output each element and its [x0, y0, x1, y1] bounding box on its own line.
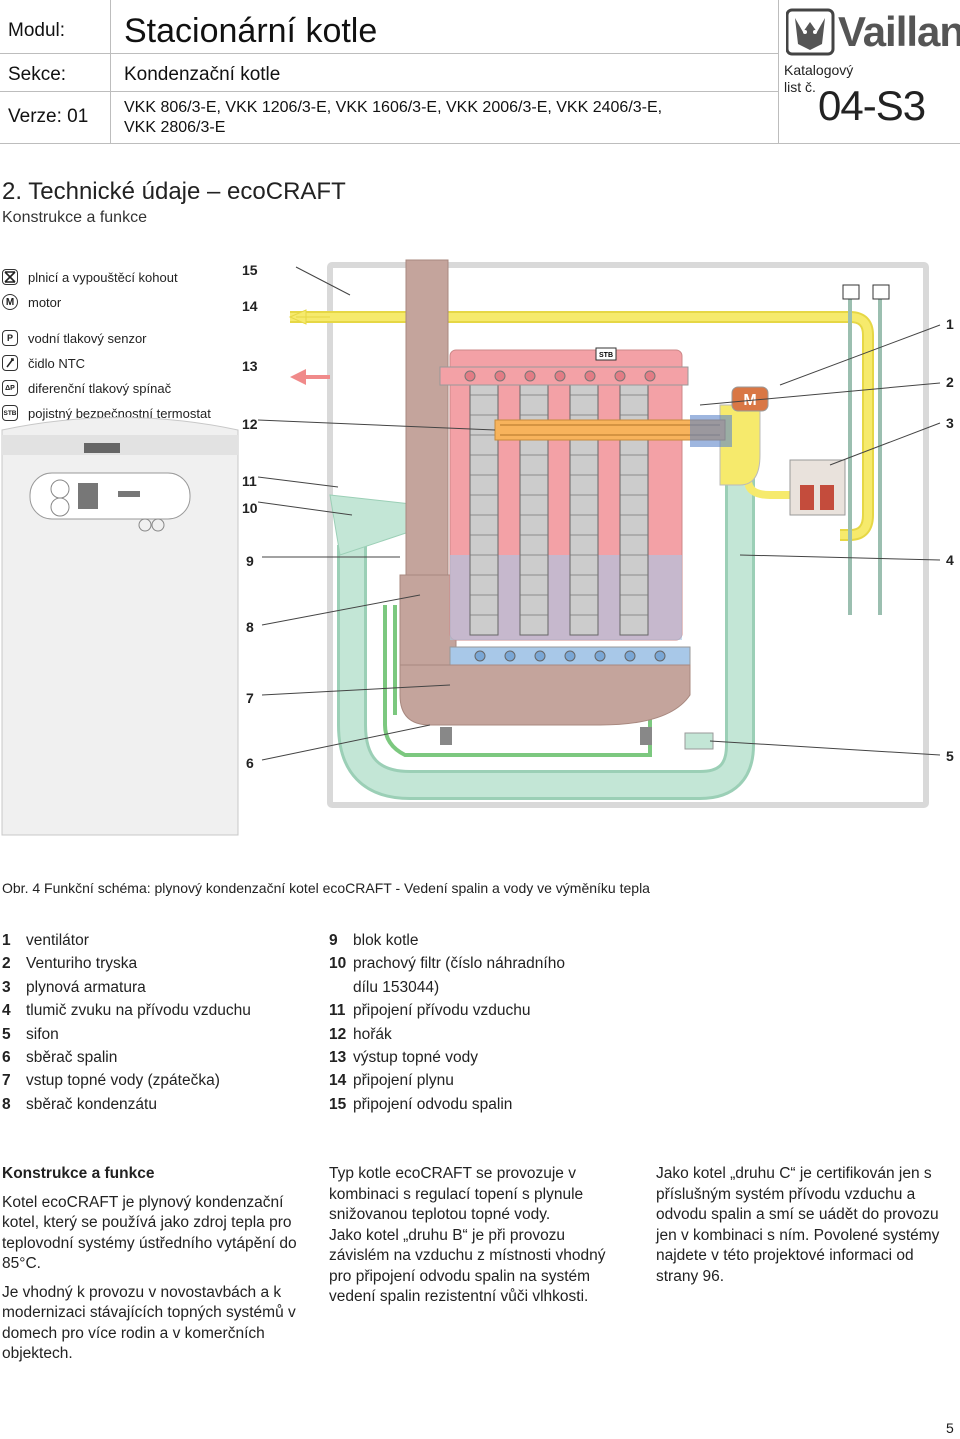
paragraph: Jako kotel „druhu C“ je certifikován jen… [656, 1165, 940, 1285]
header-divider [110, 0, 111, 143]
katalog-label: Katalogový list č. [784, 62, 853, 96]
callout-9: 9 [246, 553, 254, 569]
legend-label: motor [28, 295, 62, 310]
text-column-3: Jako kotel „druhu C“ je certifikován jen… [656, 1164, 946, 1295]
paragraph: Je vhodný k provozu v novostavbách a k m… [2, 1283, 296, 1363]
fill-drain-valve-icon [2, 269, 18, 285]
ntc-sensor-icon [2, 355, 18, 371]
water-pressure-sensor-icon: P [2, 330, 18, 346]
callout-1: 1 [946, 316, 954, 332]
legend-label: čidlo NTC [28, 356, 86, 371]
legend-label: diferenční tlakový spínač [28, 381, 172, 396]
callout-6: 6 [246, 755, 254, 771]
list-item-continuation: dílu 153044) [353, 978, 440, 996]
modul-label: Modul: [8, 20, 66, 41]
callout-8: 8 [246, 619, 254, 635]
header-rule [0, 143, 960, 144]
models-list: VKK 806/3-E, VKK 1206/3-E, VKK 1606/3-E,… [124, 98, 662, 138]
paragraph: Jako kotel „druhu B“ je při provozu závi… [329, 1226, 606, 1306]
sekce-label: Sekce: [8, 64, 67, 85]
page-number: 5 [946, 1420, 954, 1436]
text-column-1: Konstrukce a funkce Kotel ecoCRAFT je pl… [2, 1164, 302, 1373]
stb-label: STB [599, 352, 613, 359]
body-heading: Konstrukce a funkce [2, 1165, 155, 1182]
callout-5: 5 [946, 748, 954, 764]
callout-14: 14 [242, 298, 258, 314]
callout-3: 3 [946, 415, 954, 431]
modul-value: Stacionární kotle [124, 12, 378, 50]
paragraph: Typ kotle ecoCRAFT se provozuje v kombin… [329, 1165, 584, 1223]
katalog-number: 04-S3 [818, 82, 926, 129]
models-line: VKK 806/3-E, VKK 1206/3-E, VKK 1606/3-E,… [124, 99, 663, 116]
header-rule [0, 53, 778, 54]
boiler-casing-illustration [1, 417, 239, 836]
legend-label: pojistný bezpečnostní termostat [28, 406, 211, 421]
section-subtitle: Konstrukce a funkce [2, 209, 147, 226]
section-title: 2. Technické údaje – ecoCRAFT [2, 178, 346, 205]
schematic-frame [327, 262, 929, 808]
header-divider [778, 0, 779, 143]
symbol-legend: plnicí a vypouštěcí kohout M motor P vod… [0, 266, 230, 426]
callout-4: 4 [946, 552, 954, 568]
katalog-label-line: list č. [784, 79, 816, 95]
callout-2: 2 [946, 374, 954, 390]
figure-caption: Obr. 4 Funkční schéma: plynový kondenzač… [2, 880, 650, 896]
legend-label: plnicí a vypouštěcí kohout [28, 270, 178, 285]
callout-12: 12 [242, 416, 258, 432]
vaillant-logo: Vaillant [785, 6, 960, 58]
boiler-schematic: M STB [1, 259, 941, 836]
safety-thermostat-icon: STB [2, 405, 18, 421]
paragraph: Kotel ecoCRAFT je plynový kondenzační ko… [2, 1193, 297, 1273]
differential-pressure-switch-icon: ΔP [2, 380, 18, 396]
katalog-label-line: Katalogový [784, 62, 854, 78]
verze-label: Verze: 01 [8, 106, 89, 127]
callout-15: 15 [242, 262, 258, 278]
callout-10: 10 [242, 500, 258, 516]
callout-11: 11 [242, 473, 257, 489]
text-column-2: Typ kotle ecoCRAFT se provozuje v kombin… [329, 1164, 629, 1316]
motor-icon: M [2, 294, 18, 310]
vaillant-wordmark: Vaillant [838, 8, 960, 55]
legend-label: vodní tlakový senzor [28, 331, 147, 346]
sekce-value: Kondenzační kotle [124, 64, 281, 85]
callout-13: 13 [242, 358, 258, 374]
callout-7: 7 [246, 690, 254, 706]
header-rule [0, 91, 778, 92]
models-line: VKK 2806/3-E [124, 119, 226, 136]
